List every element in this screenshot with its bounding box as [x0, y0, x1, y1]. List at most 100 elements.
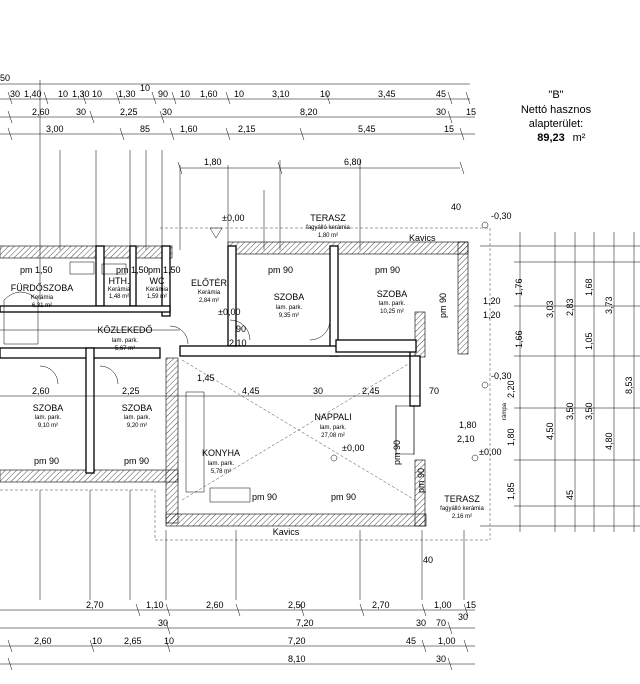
level-marker: ±0,00: [222, 213, 244, 223]
room-floor: Kerámia: [198, 290, 221, 296]
dim-bottom-r1: 2,70: [372, 600, 390, 610]
opening-label: pm 90: [252, 492, 277, 502]
top-dimension-lines: [0, 80, 475, 300]
bottom-dimension-texts: 2,70 1,10 2,60 2,50 2,70 1,00 15 30 7,20…: [34, 600, 476, 664]
terrace-floor: fagyálló kerámia: [440, 506, 484, 512]
dim-bottom-r4: 30: [436, 654, 446, 664]
room-floor: lam. park.: [35, 415, 62, 421]
room-name: FÜRDŐSZOBA: [11, 283, 74, 293]
dim-misc: 2,10: [457, 434, 475, 444]
dim-bottom-r1: 2,60: [206, 600, 224, 610]
room-name: SZOBA: [377, 289, 408, 299]
room-area: 9,20 m²: [127, 423, 147, 429]
room-wc: WC Kerámia 1,59 m²: [146, 276, 169, 300]
dim-top-r1: 1,40: [24, 89, 42, 99]
opening-labels: pm 1,50 pm 1,50 pm 1,50 pm 90 pm 90 pm 9…: [20, 265, 448, 502]
dim-right-c1: 1,85: [506, 482, 516, 500]
dim-misc: 1,80: [459, 420, 477, 430]
level-marker: -0,30: [491, 211, 512, 221]
dim-bottom-r4: 8,10: [288, 654, 306, 664]
dim-top-r1: 30: [10, 89, 20, 99]
room-szoba-2: SZOBA lam. park. 10,25 m²: [377, 289, 408, 315]
dim-misc: 40: [423, 555, 433, 565]
opening-label: pm 1,50: [116, 265, 149, 275]
dim-top-r2: 2,60: [32, 107, 50, 117]
room-area: 27,08 m²: [321, 433, 345, 439]
area-caption-2: alapterület:: [529, 118, 583, 130]
dim-top-r1: 10: [58, 89, 68, 99]
dim-misc: 2,45: [362, 386, 380, 396]
dim-top-r1: 1,60: [200, 89, 218, 99]
room-area: 10,25 m²: [380, 309, 404, 315]
dim-misc: 90: [236, 324, 246, 334]
dim-bottom-r1: 1,00: [434, 600, 452, 610]
room-floor: lam. park.: [379, 301, 406, 307]
room-furdoszoba: FÜRDŐSZOBA Kerámia 6,31 m²: [11, 283, 74, 309]
opening-label: pm 1,50: [20, 265, 53, 275]
dim-right-c2: 4,50: [545, 422, 555, 440]
dim-misc: 2,60: [32, 386, 50, 396]
doors-and-fixtures: [3, 227, 415, 503]
room-area: 2,84 m²: [199, 298, 219, 304]
dim-right-c4: 1,05: [584, 332, 594, 350]
area-unit: m²: [573, 132, 586, 144]
room-eloter: ELŐTÉR Kerámia 2,84 m²: [191, 278, 228, 304]
room-floor: lam. park.: [208, 461, 235, 467]
room-area: 9,35 m²: [279, 313, 299, 319]
dim-bottom-r2: 7,20: [296, 618, 314, 628]
dim-top-r1: 1,30: [118, 89, 136, 99]
terrace-top: TERASZ fagyálló kerámia 1,80 m²: [306, 213, 350, 239]
room-name: SZOBA: [274, 292, 305, 302]
right-dimension-lines: [480, 232, 640, 532]
terrace-right: TERASZ fagyálló kerámia 2,16 m²: [440, 494, 484, 520]
dim-misc: 2,10: [229, 338, 247, 348]
dim-top-r1: 10: [234, 89, 244, 99]
dim-top-r3: 5,45: [358, 124, 376, 134]
dim-bottom-r1: 15: [466, 600, 476, 610]
area-caption-1: Nettó hasznos: [521, 104, 592, 116]
dim-bottom-r3: 1,00: [438, 636, 456, 646]
room-name: KONYHA: [202, 448, 240, 458]
room-floor: lam. park.: [276, 305, 303, 311]
top-dimension-texts: 50 30 1,40 10 1,30 10 1,30 10 90 10 1,60…: [0, 73, 476, 167]
ramp-label: rámpa: [502, 402, 508, 420]
terrace-name: TERASZ: [444, 494, 480, 504]
kavics-label-top: Kavics: [409, 233, 436, 243]
dim-right-c3: 3,50: [565, 402, 575, 420]
dim-top-r4: 1,80: [204, 157, 222, 167]
dim-top-r2: 30: [436, 107, 446, 117]
dim-right-c4: 3,50: [584, 402, 594, 420]
dim-top-r1: 90: [158, 89, 168, 99]
room-floor: Kerámia: [146, 287, 169, 293]
dim-top-r1: 1,30: [72, 89, 90, 99]
room-area: 5,67 m²: [115, 346, 135, 352]
dim-right-total: 8,53: [624, 376, 634, 394]
dim-top-total: 50: [0, 73, 10, 83]
room-name: SZOBA: [122, 403, 153, 413]
dim-top-r2: 30: [76, 107, 86, 117]
terrace-area: 1,80 m²: [318, 233, 338, 239]
room-szoba-4: SZOBA lam. park. 9,20 m²: [122, 403, 153, 429]
dim-top-r1: 45: [436, 89, 446, 99]
room-area: 9,10 m²: [38, 423, 58, 429]
dim-misc: 70: [429, 386, 439, 396]
room-szoba-3: SZOBA lam. park. 9,10 m²: [33, 403, 64, 429]
room-konyha: KONYHA lam. park. 5,78 m²: [202, 448, 240, 475]
terrace-name: TERASZ: [310, 213, 346, 223]
level-markers: ±0,00 ±0,00 ±0,00 ±0,00 -0,30 -0,30: [218, 211, 512, 462]
dim-right-c1: 2,20: [506, 380, 516, 398]
dim-bottom-r2: 30: [416, 618, 426, 628]
dim-misc: 1,20: [483, 296, 501, 306]
area-value: 89,23: [537, 132, 565, 144]
dim-right-c5: 3,73: [604, 296, 614, 314]
dim-top-r1: 3,45: [378, 89, 396, 99]
level-marker: -0,30: [491, 371, 512, 381]
dim-bottom-r2: 30: [158, 618, 168, 628]
walls: [0, 241, 469, 527]
dim-top-r1: 10: [320, 89, 330, 99]
dim-right-c1: 1,76: [514, 278, 524, 296]
right-dimension-texts: 1,76 1,66 2,20 1,80 1,85 3,03 4,50 2,83 …: [506, 278, 634, 500]
opening-label: pm 90: [124, 456, 149, 466]
opening-label: pm 90: [331, 492, 356, 502]
